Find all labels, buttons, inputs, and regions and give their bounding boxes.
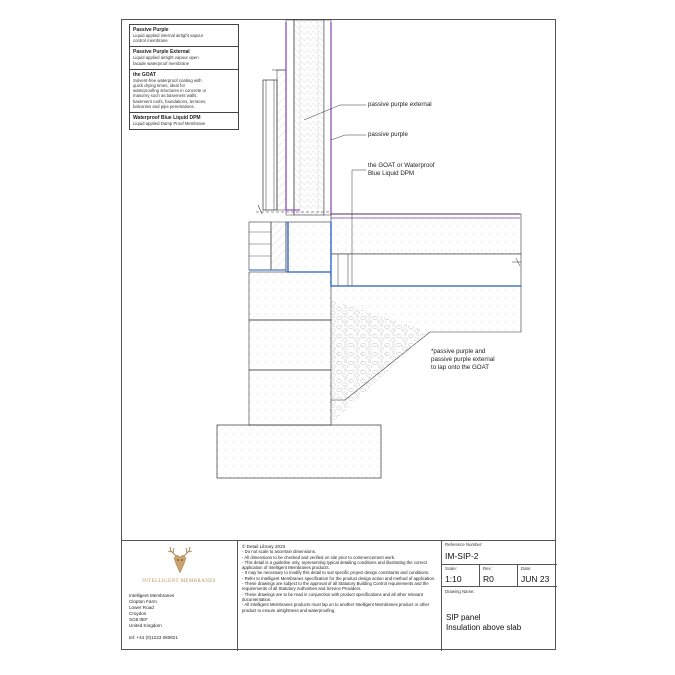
legend-desc: facade waterproof membrane [133, 60, 190, 66]
note-item: - All dimensions to be checked and verif… [242, 554, 396, 560]
callout-lap-line1: *passive purple and [431, 348, 486, 355]
legend-desc: Liquid applied airtight vapour open [133, 55, 199, 61]
legend-desc: basement roofs, foundations, terraces, [133, 98, 207, 104]
drawing-name-label: Drawing Name: [445, 589, 475, 594]
drawing-name-line: SIP panel [446, 613, 481, 622]
goat-blue-dpm-line [287, 222, 521, 287]
legend-desc: masonry such as basement walls, [133, 93, 198, 99]
legend-desc: control membrane [133, 38, 168, 44]
callout-passive-purple-external: passive purple external [368, 101, 432, 108]
legend-item-the-goat: the GOAT Solvent-free waterproof coating… [130, 70, 238, 114]
rev-label: Rev: [483, 566, 492, 571]
note-item: - It may be necessary to modify this det… [242, 570, 430, 576]
note-item: - Refer to Intelligent Membranes specifi… [242, 575, 436, 581]
callout-goat-line1: the GOAT or Waterproof [368, 162, 435, 169]
title-block: INTELLIGENT MEMBRANES Intelligent Membra… [121, 540, 557, 651]
drawing-name-line: Insulation above slab [446, 622, 522, 632]
notes-panel: © Detail Library 2023 - Do not scale to … [238, 541, 560, 651]
callout-lap-line3: to lap onto the GOAT [431, 364, 490, 371]
date-cell: Date: JUN 23 [518, 565, 557, 587]
scale-label: Scale: [445, 566, 457, 571]
membrane-legend: Passive Purple Liquid applied internal a… [129, 24, 239, 131]
address-line: Croydon [129, 611, 147, 616]
legend-title: Passive Purple External [133, 49, 190, 56]
drawing-sheet-border [121, 19, 556, 650]
note-item: - Do not scale to ascertain dimensions. [242, 549, 317, 555]
address-line: United Kingdom [129, 623, 162, 628]
rev-value: R0 [483, 574, 494, 584]
concrete-footing [216, 424, 382, 479]
passive-purple-external-line [285, 22, 300, 211]
callout-goat-line2: Blue Liquid DPM [368, 170, 415, 177]
drawing-info-panel: Reference Number: IM-SIP-2 Scale: 1:10 R… [441, 541, 557, 651]
rev-cell: Rev: R0 [480, 565, 518, 587]
date-label: Date: [521, 566, 532, 571]
address-line: Intelligent Membranes [129, 593, 175, 598]
legend-desc: Liquid applied internal airtight vapour [133, 33, 204, 38]
legend-desc: balconies and pipe penetrations. [133, 103, 195, 109]
address-phone: tel: +44 (0)1223 080821 [129, 635, 178, 640]
note-item: - All Intelligent Membranes products mus… [242, 602, 430, 613]
reference-label: Reference Number: [445, 542, 483, 547]
callout-lap-line2: passive purple external [431, 356, 495, 363]
scale-cell: Scale: 1:10 [442, 565, 480, 587]
reference-number: IM-SIP-2 [445, 551, 479, 561]
general-notes: © Detail Library 2023 - Do not scale to … [242, 544, 438, 613]
legend-title: Passive Purple [133, 27, 169, 33]
legend-desc: quick drying times, ideal for [133, 83, 186, 89]
stag-head-icon [167, 546, 193, 574]
legend-item-passive-purple-external: Passive Purple External Liquid applied a… [130, 47, 238, 70]
passive-purple-line [330, 22, 520, 215]
legend-item-passive-purple: Passive Purple Liquid applied internal a… [130, 25, 238, 48]
legend-desc: Solvent-free waterproof coating with [133, 77, 202, 83]
sip-wall-upper [262, 19, 332, 216]
company-address: Intelligent Membranes Clopton Farm Lower… [129, 593, 178, 641]
hardcore-fill [330, 300, 430, 425]
legend-desc: Liquid applied Damp Proof Membrane [133, 121, 206, 127]
address-line: SG8 0EF [129, 617, 148, 622]
drawing-name: SIP panel Insulation above slab [446, 613, 521, 632]
legend-title: the GOAT [133, 71, 156, 78]
legend-desc: waterproofing structures in concrete or [133, 88, 207, 94]
brand-name: INTELLIGENT MEMBRANES [142, 579, 216, 584]
legend-title: Waterproof Blue Liquid DPM [133, 115, 201, 122]
address-line: Lower Road [129, 605, 154, 610]
legend-item-blue-liquid-dpm: Waterproof Blue Liquid DPM Liquid applie… [130, 113, 238, 129]
callout-passive-purple: passive purple [368, 131, 408, 138]
address-line: Clopton Farm [129, 599, 157, 604]
scale-value: 1:10 [445, 574, 462, 584]
note-item: - These drawings are subject to the appr… [242, 581, 429, 592]
reference-cell: Reference Number: IM-SIP-2 [442, 541, 557, 565]
note-item: - These drawings are to be read in conju… [242, 591, 423, 602]
date-value: JUN 23 [521, 574, 550, 584]
masonry-foundation [248, 221, 332, 426]
copyright-notice: © Detail Library 2023 [242, 544, 286, 549]
note-item: - This detail is a guideline only, repre… [242, 559, 427, 571]
company-panel: INTELLIGENT MEMBRANES Intelligent Membra… [121, 541, 238, 651]
